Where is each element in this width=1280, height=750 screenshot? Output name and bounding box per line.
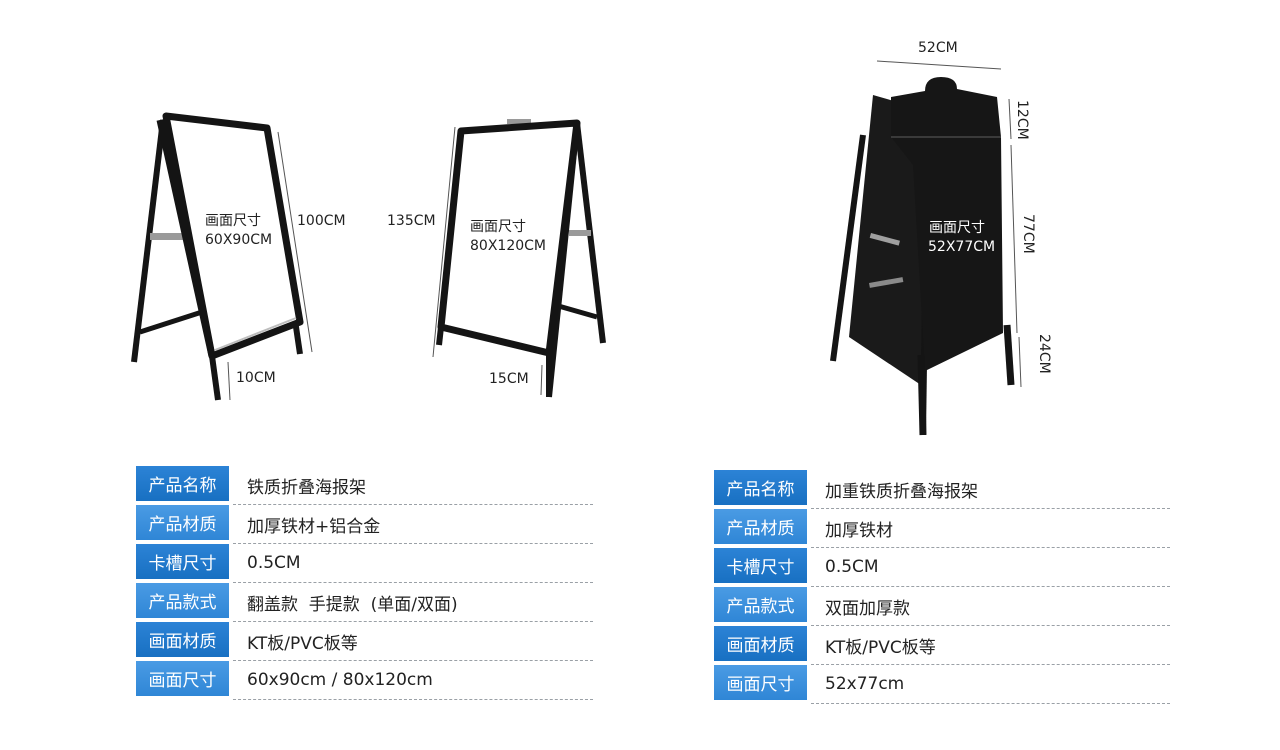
stand-right-foot: 24CM	[1036, 334, 1052, 374]
table-row: 产品款式 双面加厚款	[714, 587, 1170, 626]
table-row: 画面尺寸 52x77cm	[714, 665, 1170, 704]
spec-key: 产品材质	[136, 505, 229, 540]
spec-key: 画面尺寸	[136, 661, 229, 696]
spec-value: 0.5CM	[233, 544, 593, 583]
spec-value: 双面加厚款	[811, 587, 1170, 626]
spec-key: 画面材质	[136, 622, 229, 657]
spec-value: 加厚铁材+铝合金	[233, 505, 593, 544]
stand-left-illustration	[131, 112, 313, 401]
spec-table-right: 产品名称 加重铁质折叠海报架 产品材质 加厚铁材 卡槽尺寸 0.5CM 产品款式…	[714, 470, 1170, 704]
stand-right-area-label: 画面尺寸	[929, 220, 985, 236]
table-row: 画面材质 KT板/PVC板等	[136, 622, 593, 661]
table-row: 产品材质 加厚铁材+铝合金	[136, 505, 593, 544]
spec-key: 画面材质	[714, 626, 807, 661]
stand-left-height: 100CM	[297, 213, 346, 229]
stand-middle-area-label: 画面尺寸	[470, 219, 526, 235]
stand-left-area-size: 60X90CM	[205, 232, 273, 248]
spec-value: 翻盖款 手提款 (单面/双面)	[233, 583, 593, 622]
spec-key: 卡槽尺寸	[136, 544, 229, 579]
table-row: 产品名称 铁质折叠海报架	[136, 466, 593, 505]
spec-key: 产品名称	[136, 466, 229, 501]
spec-key: 产品款式	[714, 587, 807, 622]
stand-middle-area-size: 80X120CM	[470, 238, 546, 254]
spec-value: KT板/PVC板等	[233, 622, 593, 661]
spec-value: 0.5CM	[811, 548, 1170, 587]
stand-right-top: 12CM	[1014, 100, 1030, 140]
stand-left-foot: 10CM	[236, 370, 276, 386]
spec-value: 加厚铁材	[811, 509, 1170, 548]
spec-value: 铁质折叠海报架	[233, 466, 593, 505]
table-row: 产品材质 加厚铁材	[714, 509, 1170, 548]
table-row: 画面尺寸 60x90cm / 80x120cm	[136, 661, 593, 700]
spec-key: 产品材质	[714, 509, 807, 544]
stand-middle-foot: 15CM	[489, 371, 529, 387]
stand-right-board: 77CM	[1020, 214, 1036, 254]
spec-key: 产品名称	[714, 470, 807, 505]
table-row: 产品款式 翻盖款 手提款 (单面/双面)	[136, 583, 593, 622]
spec-key: 卡槽尺寸	[714, 548, 807, 583]
table-row: 卡槽尺寸 0.5CM	[136, 544, 593, 583]
table-row: 画面材质 KT板/PVC板等	[714, 626, 1170, 665]
stand-right-width: 52CM	[918, 40, 958, 56]
table-row: 卡槽尺寸 0.5CM	[714, 548, 1170, 587]
table-row: 产品名称 加重铁质折叠海报架	[714, 470, 1170, 509]
spec-table-left: 产品名称 铁质折叠海报架 产品材质 加厚铁材+铝合金 卡槽尺寸 0.5CM 产品…	[136, 466, 593, 700]
spec-key: 产品款式	[136, 583, 229, 618]
spec-value: 52x77cm	[811, 665, 1170, 704]
spec-key: 画面尺寸	[714, 665, 807, 700]
stand-right-area-size: 52X77CM	[928, 239, 996, 255]
spec-value: KT板/PVC板等	[811, 626, 1170, 665]
spec-value: 加重铁质折叠海报架	[811, 470, 1170, 509]
stand-middle-illustration	[432, 119, 606, 398]
stand-right-illustration	[830, 60, 1022, 436]
stand-middle-height: 135CM	[387, 213, 436, 229]
stand-left-area-label: 画面尺寸	[205, 213, 261, 229]
spec-value: 60x90cm / 80x120cm	[233, 661, 593, 700]
